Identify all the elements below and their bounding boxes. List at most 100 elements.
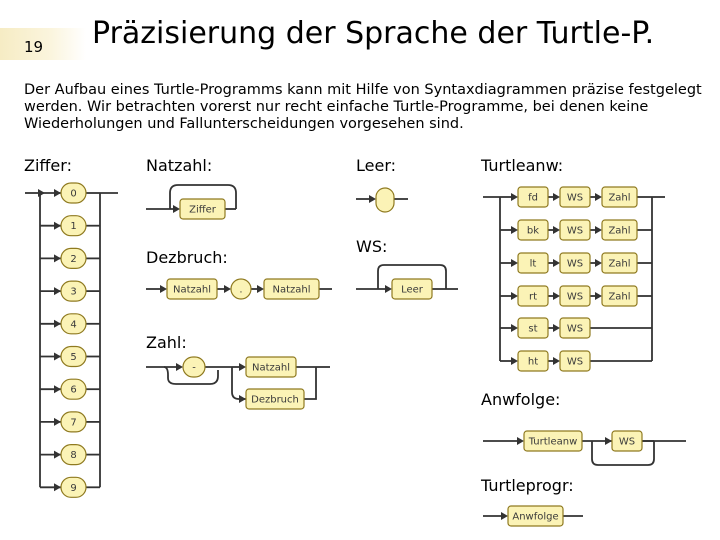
digit-5: 5	[60, 345, 87, 368]
cmd-box-ht-text: ht	[528, 357, 538, 368]
ws-leer-box-text: Leer	[401, 285, 424, 296]
label-turtleprogr: Turtleprogr:	[481, 476, 574, 495]
dezbruch-dot-box-shape	[230, 278, 252, 300]
digit-2-text: 2	[70, 254, 76, 265]
dezbruch-natzahl-box-1-text: Natzahl	[173, 285, 211, 296]
natzahl-ziffer-box-text: Ziffer	[189, 205, 217, 216]
digit-1-shape	[60, 215, 87, 237]
cmd-box-fd-text: fd	[528, 193, 538, 204]
arg-box-lt-shape	[601, 252, 638, 274]
cmd-box-rt: rt	[517, 285, 549, 307]
natzahl-arrow	[173, 205, 180, 213]
turtleanw-arrow-cmd	[511, 292, 518, 300]
anwfolge-turtleanw-box-text: Turtleanw	[528, 437, 578, 448]
ziffer-branch-arrow	[54, 221, 61, 230]
zahl-natzahl-box-text: Natzahl	[252, 363, 290, 374]
ws-box-bk-shape	[559, 219, 591, 241]
anwfolge-turtleanw-box: Turtleanw	[523, 430, 583, 452]
ws-box-ht: WS	[559, 350, 591, 372]
label-zahl: Zahl:	[146, 333, 187, 352]
zahl-dezbruch-box-text: Dezbruch	[251, 395, 299, 406]
cmd-box-rt-text: rt	[529, 292, 537, 303]
ws-box-ht-text: WS	[567, 357, 583, 368]
anwfolge-turtleanw-box-shape	[523, 430, 583, 452]
dezbruch-natzahl-box-1-shape	[166, 278, 218, 300]
ws-box-rt-text: WS	[567, 292, 583, 303]
turtleprogr-anwfolge-box: Anwfolge	[507, 505, 564, 527]
turtleanw-arrow-cmd	[511, 259, 518, 267]
ws-box-fd-text: WS	[567, 193, 583, 204]
dezbruch-arrow-3	[257, 285, 264, 293]
digit-9: 9	[60, 476, 87, 498]
turtleprogr-arrow	[501, 512, 508, 520]
label-natzahl: Natzahl:	[146, 156, 213, 175]
digit-7-shape	[60, 411, 87, 433]
zahl-dezbruch-box-shape	[245, 388, 305, 410]
digit-3: 3	[60, 280, 87, 302]
leer-arrow	[369, 195, 376, 203]
anwfolge-loop-bottom	[591, 441, 655, 466]
digit-4-shape	[60, 313, 87, 335]
turtleanw-arrow-cmd	[511, 226, 518, 234]
leer-space-box-shape	[375, 187, 395, 213]
arg-box-rt-text: Zahl	[608, 292, 630, 303]
natzahl-ziffer-box-shape	[179, 198, 226, 220]
anwfolge-arrow-1	[517, 437, 524, 445]
arg-box-bk: Zahl	[601, 219, 638, 241]
digit-6-text: 6	[70, 385, 76, 396]
digit-5-text: 5	[70, 352, 76, 363]
ws-box-lt: WS	[559, 252, 591, 274]
cmd-box-st-shape	[517, 317, 549, 339]
ws-leer-box: Leer	[391, 278, 433, 300]
cmd-box-lt-shape	[517, 252, 549, 274]
digit-0-shape	[60, 182, 87, 204]
leer-space-box	[375, 187, 395, 213]
ws-box-fd-shape	[559, 186, 591, 208]
digit-1: 1	[60, 215, 87, 237]
cmd-box-ht-shape	[517, 350, 549, 372]
digit-2-shape	[60, 247, 87, 269]
cmd-box-bk: bk	[517, 219, 549, 241]
arg-box-fd-shape	[601, 186, 638, 208]
turtleprogr-anwfolge-box-text: Anwfolge	[512, 512, 558, 523]
zahl-dezbruch-out	[304, 367, 317, 400]
ziffer-branch-arrow	[54, 483, 61, 492]
ws-box-lt-text: WS	[567, 259, 583, 270]
zahl-skip-minus	[163, 366, 219, 385]
natzahl-loop	[169, 184, 237, 209]
digit-3-text: 3	[70, 287, 76, 298]
arg-box-rt: Zahl	[601, 285, 638, 307]
ws-box-ht-shape	[559, 350, 591, 372]
arg-box-bk-text: Zahl	[608, 226, 630, 237]
natzahl-ziffer-box: Ziffer	[179, 198, 226, 220]
zahl-to-dezbruch	[231, 367, 246, 400]
label-leer: Leer:	[356, 156, 397, 175]
cmd-box-fd: fd	[517, 186, 549, 208]
anwfolge-ws-box-text: WS	[619, 437, 635, 448]
ws-loop	[377, 264, 447, 289]
ws-box-st: WS	[559, 317, 591, 339]
turtleanw-arrow-ws	[553, 226, 560, 234]
cmd-box-ht: ht	[517, 350, 549, 372]
dezbruch-natzahl-box-2: Natzahl	[263, 278, 320, 300]
cmd-box-st-text: st	[528, 324, 537, 335]
digit-8-shape	[60, 444, 87, 466]
zahl-natzahl-box-shape	[245, 356, 297, 378]
cmd-box-bk-text: bk	[527, 226, 539, 237]
turtleanw-arrow-cmd	[511, 193, 518, 201]
intro-text: Der Aufbau eines Turtle-Programms kann m…	[24, 82, 702, 132]
slide-number: 19	[0, 28, 86, 60]
turtleanw-arrow-ws	[553, 193, 560, 201]
ziffer-branch-arrow	[54, 385, 61, 394]
arg-box-fd: Zahl	[601, 186, 638, 208]
digit-5-shape	[60, 345, 87, 368]
ws-box-fd: WS	[559, 186, 591, 208]
zahl-dezbruch-box: Dezbruch	[245, 388, 305, 410]
ws-box-lt-shape	[559, 252, 591, 274]
anwfolge-ws-box-shape	[611, 430, 643, 452]
cmd-box-st: st	[517, 317, 549, 339]
turtleanw-arrow-arg	[595, 259, 602, 267]
digit-7-text: 7	[70, 417, 76, 428]
dezbruch-arrow-2	[224, 285, 231, 293]
